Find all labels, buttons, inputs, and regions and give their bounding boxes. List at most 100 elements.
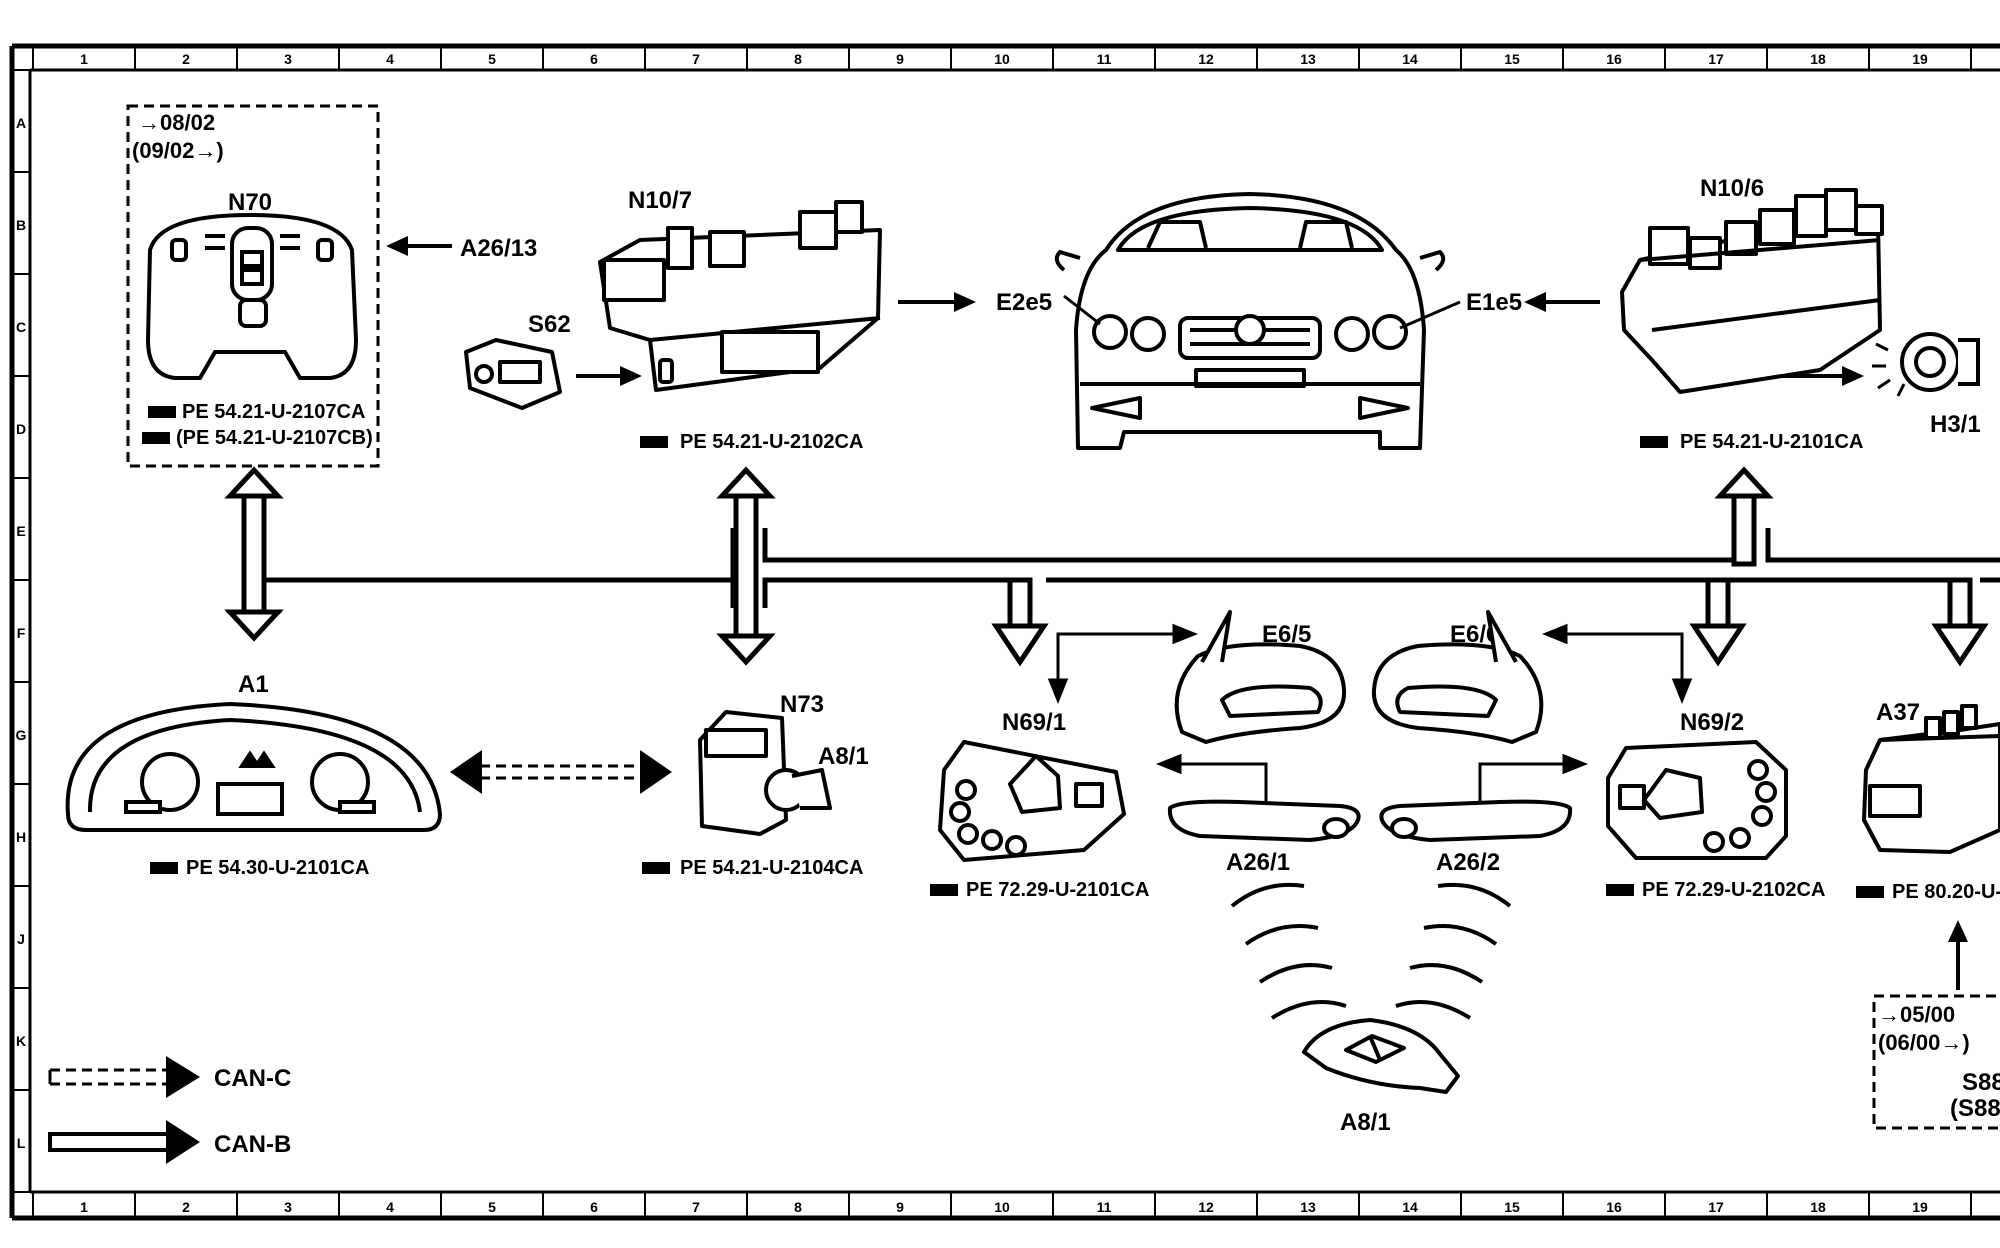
col-label: 3 [284,1199,292,1215]
n69-2-ref: PE 72.29-U-2102CA [1642,879,1825,901]
sound-lines-icon [1872,342,1906,397]
diagram-frame [9,43,2000,1221]
legend-can-c: CAN-C [48,1056,291,1098]
n73-label: N73 [780,691,824,718]
n69-2-group: N69/2 PE 72.29-U-2102CA [1606,709,1825,901]
col-label: 4 [386,51,394,67]
mirror-icon [1371,610,1544,744]
n69-1-ref: PE 72.29-U-2101CA [966,879,1149,901]
col-label: 17 [1708,1199,1724,1215]
a1-group: A1 PE 54.30-U-2101CA [65,671,443,879]
overhead-control-panel-icon [145,212,359,380]
row-label: A [16,115,26,131]
a26-2-label: A26/2 [1436,849,1500,876]
legend-can-b-label: CAN-B [214,1131,291,1158]
n70-date-box [126,104,380,468]
col-label: 19 [1912,51,1928,67]
col-label: 11 [1097,1199,1112,1215]
s88-date-box [1872,994,2000,1130]
control-module-icon [1862,704,2000,854]
n69-1-group: N69/1 PE 72.29-U-2101CA [938,709,1149,901]
row-label: J [17,931,25,947]
col-label: 2 [182,1199,190,1215]
a1-label: A1 [238,671,269,698]
col-label: 12 [1198,1199,1214,1215]
a26-2-to-n69-2 [1478,753,1589,804]
remote-key-icon [1302,1018,1460,1094]
col-label: 13 [1300,51,1316,67]
column-labels-top: 1 2 3 4 5 6 7 8 9 10 11 12 13 14 15 16 1… [80,51,1928,67]
row-label: H [16,829,26,845]
col-label: 5 [488,51,496,67]
n10-7-label: N10/7 [628,187,692,214]
s62-group: S62 [464,311,642,410]
a26-1-group: A26/1 [1167,799,1361,876]
row-label: E [16,523,25,539]
legend-can-b: CAN-B [48,1120,291,1164]
s62-label: S62 [528,311,571,338]
row-label: C [16,319,26,335]
horn-icon [1900,332,1980,392]
col-label: 6 [590,1199,598,1215]
s88-to-a37-arrow [1948,920,1968,990]
h3-1-group: H3/1 [1780,332,1981,438]
col-label: 18 [1810,1199,1826,1215]
col-label: 18 [1810,51,1826,67]
n73-a8-1-label: A8/1 [818,743,869,770]
row-label: L [17,1135,26,1151]
fuse-relay-box-icon [1620,188,1884,394]
s88-group: →05/00 (06/00→) S88 (S88 [1872,994,2000,1130]
col-label: 17 [1708,51,1724,67]
h3-1-label: H3/1 [1930,411,1981,438]
col-label: 6 [590,51,598,67]
col-label: 2 [182,51,190,67]
n69-2-label: N69/2 [1680,709,1744,736]
col-label: 16 [1606,1199,1622,1215]
n69-2-e6-6-link [1541,623,1693,705]
s88-label: S88 [1962,1069,2000,1096]
n73-ref: PE 54.21-U-2104CA [680,857,863,879]
row-label: F [17,625,26,641]
col-label: 5 [488,1199,496,1215]
col-label: 3 [284,51,292,67]
col-label: 4 [386,1199,394,1215]
row-label: D [16,421,26,437]
n70-ref1: PE 54.21-U-2107CA [182,401,365,423]
col-label: 15 [1504,1199,1520,1215]
door-control-panel-icon [938,740,1126,862]
n10-6-label: N10/6 [1700,175,1764,202]
col-label: 11 [1097,51,1112,67]
s88-date-to: (06/00→) [1878,1030,1970,1055]
n10-6-group: N10/6 PE 54.21-U-2101CA [1620,175,1884,453]
n10-7-ref: PE 54.21-U-2102CA [680,431,863,453]
legend-can-c-label: CAN-C [214,1065,291,1092]
col-label: 14 [1402,51,1418,67]
a1-ref: PE 54.30-U-2101CA [186,857,369,879]
pointer-icon [640,436,668,448]
col-label: 1 [80,1199,88,1215]
signal-waves-icon [1230,882,1512,1020]
s88-date-from: →05/00 [1878,1002,1955,1027]
n10-7-group: N10/7 PE 54.21-U-2102CA [598,187,882,453]
pointer-icon [642,862,670,874]
n70-date-from: →08/02 [138,110,215,135]
door-handle-icon [1379,799,1573,842]
row-label: K [16,1033,26,1049]
ignition-switch-icon [698,710,832,836]
a26-1-to-n69-1 [1155,753,1268,804]
a8-1-remote-label: A8/1 [1340,1109,1391,1136]
col-label: 16 [1606,51,1622,67]
door-handle-icon [1167,799,1361,842]
n69-1-label: N69/1 [1002,709,1066,736]
col-label: 13 [1300,1199,1316,1215]
instrument-cluster-icon [65,701,443,832]
e2e5-label: E2e5 [996,289,1052,316]
e6-5-group: E6/5 [1174,610,1347,744]
row-label: B [16,217,26,233]
pointer-icon [930,884,958,896]
car-front-icon [1054,192,1446,450]
col-label: 7 [692,1199,700,1215]
col-label: 14 [1402,1199,1418,1215]
